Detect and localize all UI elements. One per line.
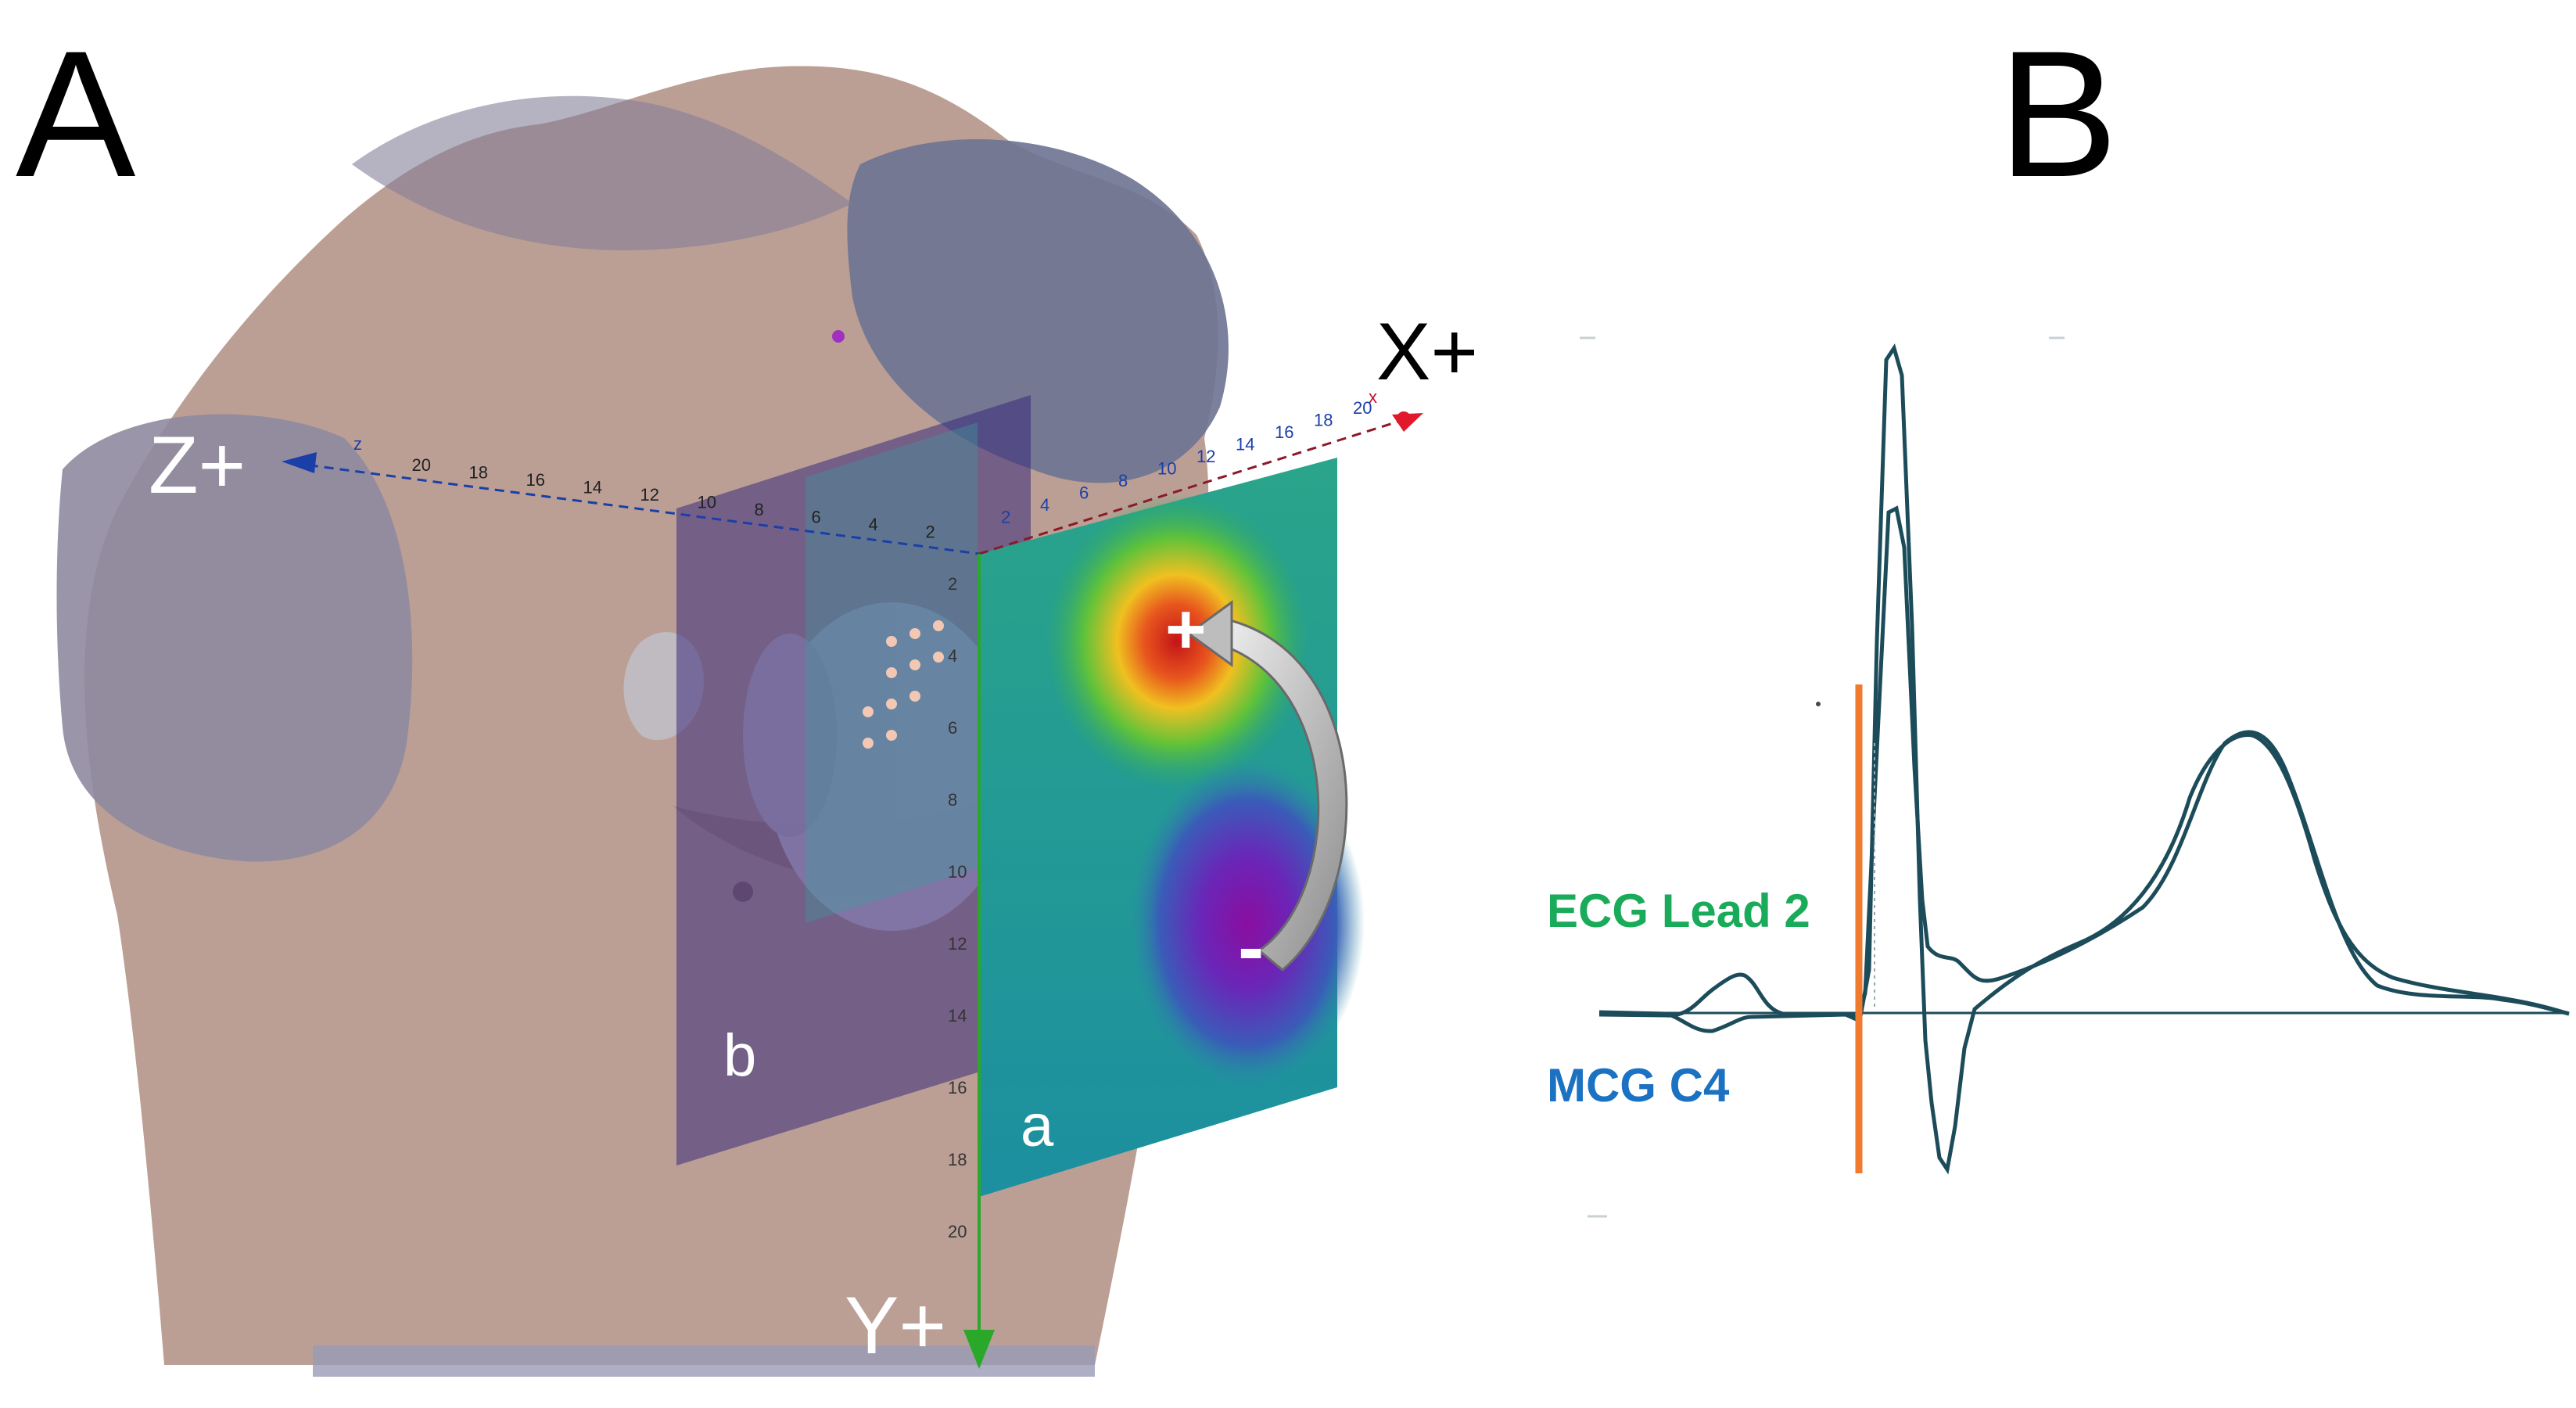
x-axis-tick-label: 20 (1353, 398, 1372, 418)
z-axis-tick-label: 12 (640, 485, 659, 505)
x-axis-tick-label: 4 (1040, 495, 1049, 515)
z-axis-small-label: z (353, 434, 362, 454)
ecg-trace (1598, 505, 2570, 1020)
y-axis-tick-label: 12 (948, 934, 967, 954)
y-axis: 2 4 6 8 10 12 14 16 18 20 (948, 554, 995, 1369)
z-axis-tick-label: 6 (812, 507, 821, 526)
z-axis-label: Z+ (149, 420, 246, 511)
x-axis-tick-label: 16 (1275, 422, 1293, 442)
z-axis-tick-label: 2 (926, 522, 935, 541)
y-axis-tick-label: 4 (948, 646, 957, 666)
plane-b-label: b (723, 1022, 756, 1089)
y-axis-label: Y+ (845, 1280, 946, 1371)
x-axis-tick-label: 14 (1236, 434, 1254, 454)
y-axis-tick-label: 14 (948, 1006, 967, 1025)
y-axis-tick-label: 16 (948, 1078, 967, 1097)
y-axis-tick-label: 10 (948, 862, 967, 882)
negative-pole-marker: - (1238, 903, 1264, 991)
z-axis-tick-label: 16 (526, 470, 545, 490)
ecg-lead-label: ECG Lead 2 (1547, 885, 1810, 937)
plane-a: a (979, 458, 1365, 1197)
y-axis-tick-label: 8 (948, 790, 957, 810)
z-axis-tick-label: 8 (755, 500, 764, 519)
panel-letter-b: B (1998, 13, 2118, 214)
y-axis-tick-label: 2 (948, 574, 957, 594)
plane-a-label: a (1021, 1093, 1054, 1159)
z-axis-tick-label: 4 (869, 515, 878, 534)
x-axis: x 2 4 6 8 10 12 14 16 18 20 (978, 387, 1423, 555)
x-axis-tick-label: 12 (1197, 447, 1215, 466)
mcg-trace (1598, 343, 2570, 1175)
z-axis-tick-label: 10 (698, 492, 716, 512)
x-axis-tick-label: 18 (1314, 410, 1333, 429)
x-axis-small-label: x (1369, 387, 1377, 407)
y-axis-tick-label: 6 (948, 718, 957, 738)
field-rotation-arrow (1186, 600, 1348, 972)
y-axis-tick-label: 18 (948, 1150, 967, 1169)
x-axis-label: X+ (1376, 307, 1478, 397)
mcg-channel-label: MCG C4 (1547, 1059, 1730, 1112)
positive-pole-marker: + (1165, 591, 1207, 669)
z-axis-tick-label: 14 (583, 477, 602, 497)
x-axis-tick-label: 10 (1157, 458, 1176, 478)
y-axis-tick-label: 20 (948, 1222, 967, 1241)
x-axis-tick-label: 8 (1118, 471, 1128, 490)
x-axis-tick-label: 6 (1079, 483, 1089, 502)
panel-letter-a: A (16, 13, 135, 214)
z-axis-tick-label: 18 (469, 462, 488, 482)
z-axis-tick-label: 20 (412, 455, 431, 475)
trace-panel (1580, 336, 2570, 1218)
z-axis: z 20 18 16 14 12 10 8 6 4 2 (282, 434, 980, 555)
x-axis-tick-label: 2 (1001, 507, 1010, 526)
